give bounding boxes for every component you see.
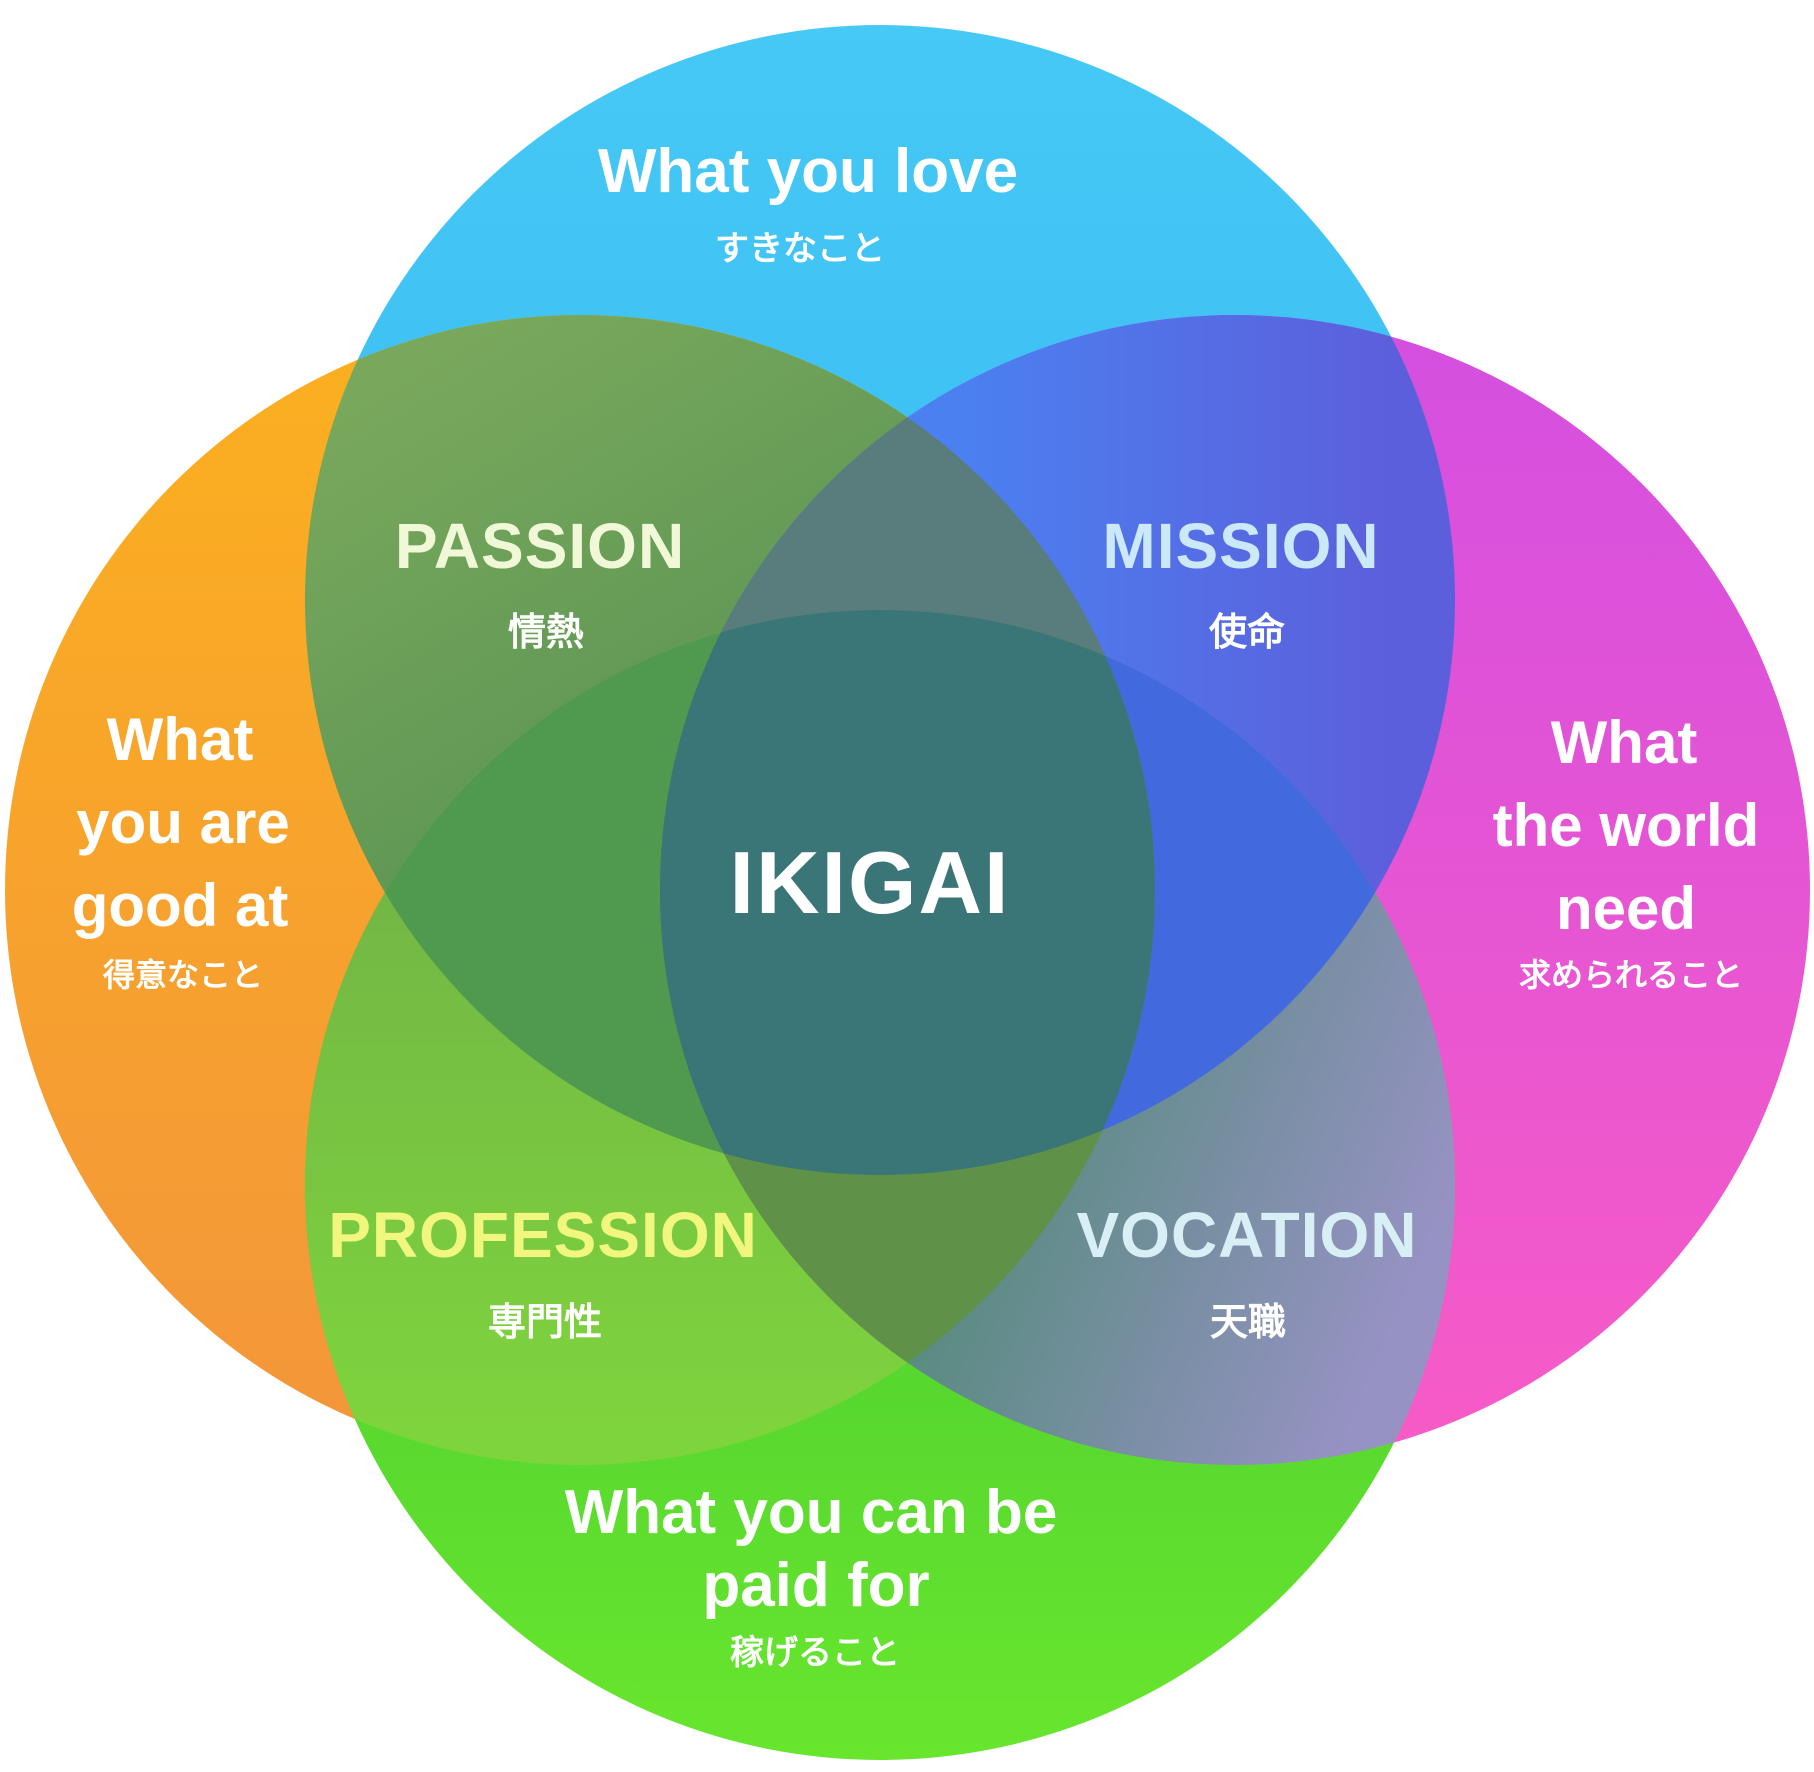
- label-profession-jp: 専門性: [488, 1302, 602, 1344]
- region-triple-top: [660, 315, 1155, 1175]
- label-paid-for-line2: paid for: [702, 1551, 929, 1620]
- label-world-need-line1: What: [1551, 709, 1698, 776]
- label-paid-for-jp: 稼げること: [730, 1634, 900, 1672]
- label-good-at-line2: you are: [76, 789, 289, 856]
- label-vocation: VOCATION: [1076, 1199, 1417, 1271]
- label-good-at-jp: 得意なこと: [103, 957, 263, 993]
- label-mission: MISSION: [1102, 510, 1379, 582]
- label-mission-jp: 使命: [1209, 611, 1285, 654]
- label-world-need-line2: the world: [1493, 792, 1760, 859]
- label-vocation-jp: 天職: [1210, 1302, 1286, 1344]
- label-paid-for-line1: What you can be: [565, 1478, 1058, 1547]
- label-good-at-line3: good at: [72, 872, 289, 939]
- label-ikigai: IKIGAI: [730, 833, 1011, 932]
- label-what-you-love-jp: すきなこと: [715, 230, 885, 268]
- label-passion: PASSION: [395, 510, 685, 582]
- label-what-you-love: What you love: [598, 137, 1018, 206]
- label-passion-jp: 情熱: [508, 612, 584, 654]
- label-profession: PROFESSION: [328, 1199, 758, 1271]
- region-triple-right: [660, 610, 1455, 1175]
- region-triple-left: [305, 610, 1155, 1175]
- region-triple-bottom: [660, 610, 1155, 1465]
- label-world-need-jp: 求められること: [1519, 957, 1743, 993]
- label-good-at-line1: What: [107, 706, 254, 773]
- label-world-need-line3: need: [1556, 875, 1696, 942]
